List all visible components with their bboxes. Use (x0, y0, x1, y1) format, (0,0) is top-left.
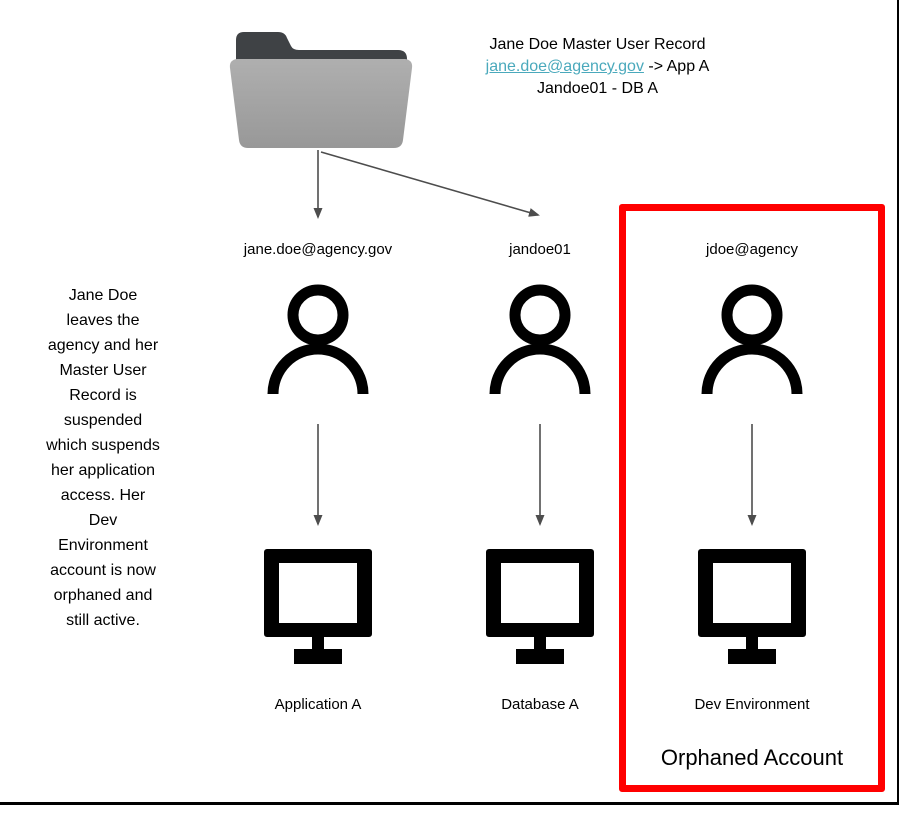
monitor-icon (264, 549, 372, 664)
master-record-header: Jane Doe Master User Record jane.doe@age… (410, 34, 785, 100)
monitor-icon (698, 549, 806, 664)
master-record-line2: jane.doe@agency.gov -> App A (410, 56, 785, 78)
page-edge-right (897, 0, 899, 804)
resource-label-application-a: Application A (274, 696, 362, 713)
user-icon (267, 284, 369, 395)
app-mapping-text: -> App A (643, 58, 710, 75)
resource-label-dev-environment: Dev Environment (694, 696, 810, 713)
user-icon (701, 284, 803, 395)
arrow-folder-to-db-account (320, 151, 540, 217)
db-mapping-text: Jandoe01 - DB A (537, 80, 658, 97)
page-edge-bottom (0, 802, 899, 805)
folder-icon (229, 32, 413, 148)
account-label-jandoe01: jandoe01 (509, 241, 571, 258)
user-icon (489, 284, 591, 395)
resource-label-database-a: Database A (501, 696, 579, 713)
scenario-note: Jane Doe leaves the agency and her Maste… (46, 287, 160, 629)
account-label-jdoe: jdoe@agency (706, 241, 798, 258)
monitor-icon (486, 549, 594, 664)
master-record-title: Jane Doe Master User Record (489, 36, 706, 53)
orphaned-account-label: Orphaned Account (660, 745, 844, 770)
email-link[interactable]: jane.doe@agency.gov (485, 58, 644, 75)
account-label-jane-doe: jane.doe@agency.gov (243, 241, 393, 258)
orphaned-account-highlight-box (619, 204, 885, 792)
